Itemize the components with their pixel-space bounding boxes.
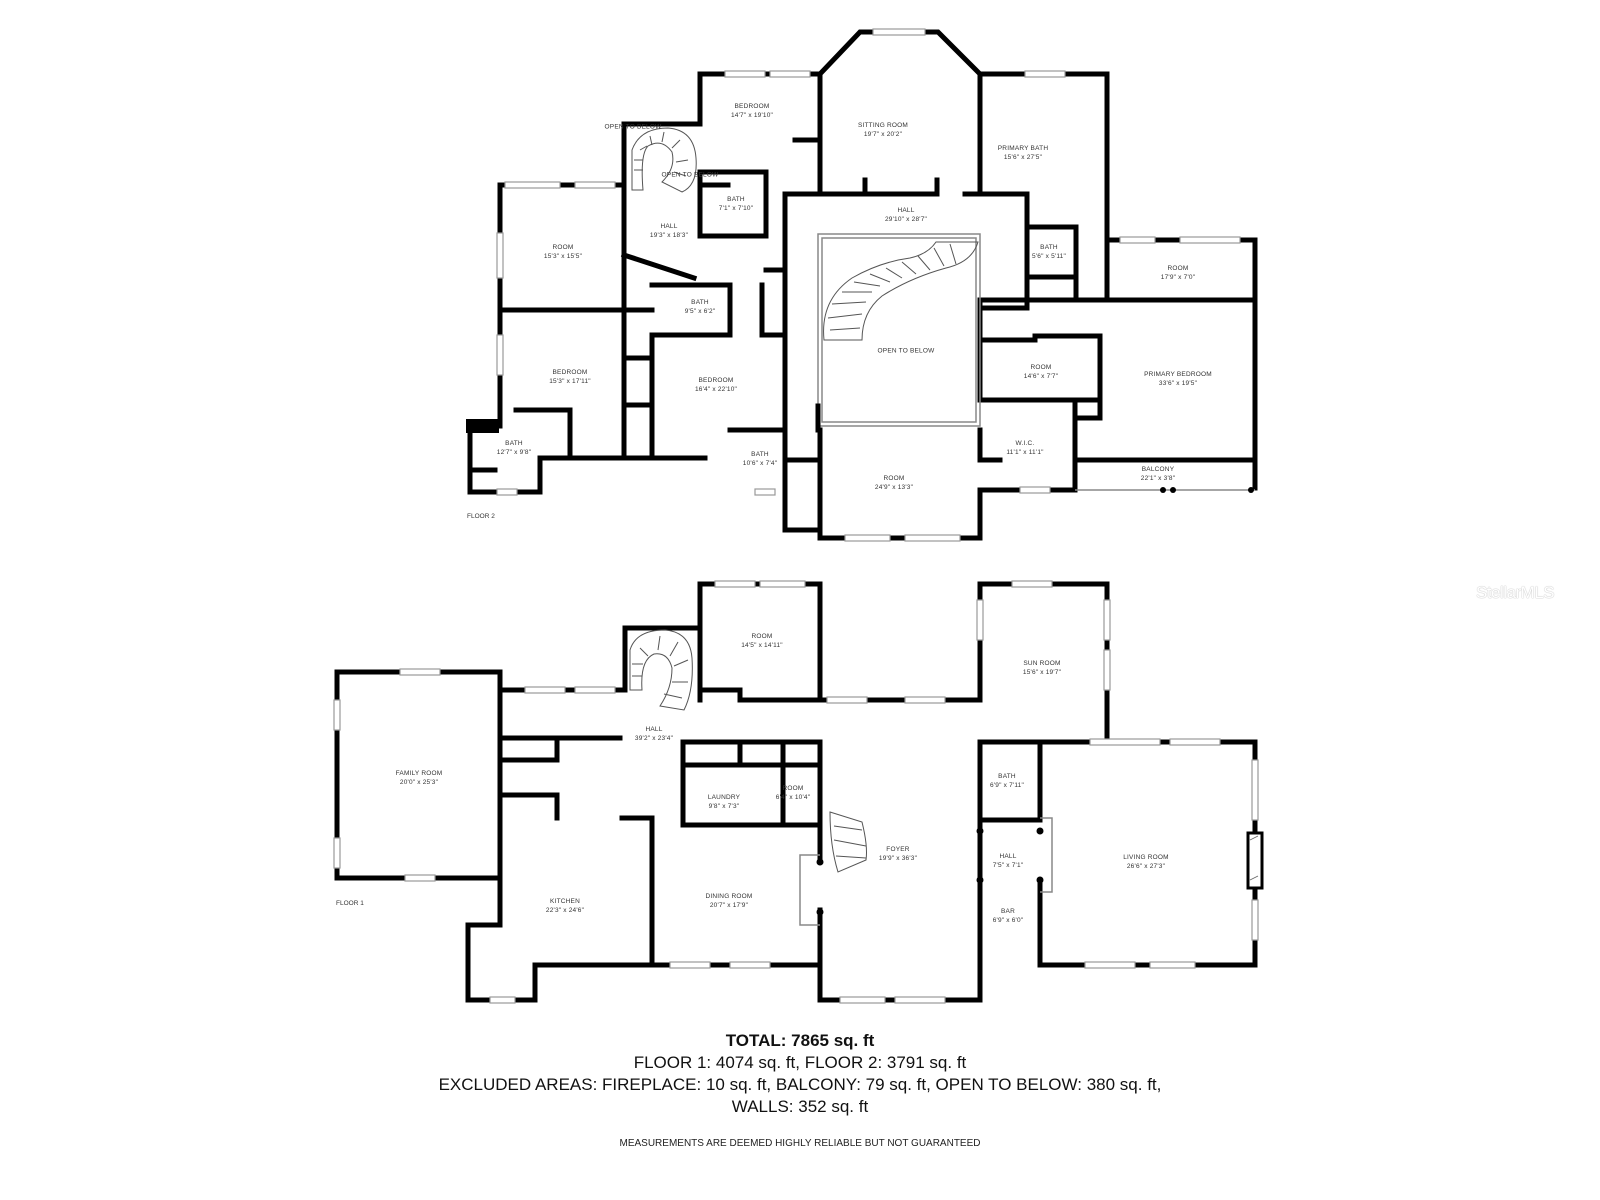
room-label: OPEN TO BELOW [877,347,935,355]
disclaimer: MEASUREMENTS ARE DEEMED HIGHLY RELIABLE … [619,1138,981,1149]
watermark-logo: StellarMLS [1476,583,1555,602]
floor-2-label: FLOOR 2 [467,513,495,520]
walls-area: WALLS: 352 sq. ft [731,1097,869,1116]
total-area: TOTAL: 7865 sq. ft [725,1031,875,1050]
floor-2-walls [466,29,1258,541]
floor-1-label: FLOOR 1 [336,900,364,907]
window-openings [333,28,1259,1004]
room-label: OPEN TO BELOW [604,123,662,131]
area-summary: TOTAL: 7865 sq. ft FLOOR 1: 4074 sq. ft,… [0,1030,1600,1118]
floor-areas: FLOOR 1: 4074 sq. ft, FLOOR 2: 3791 sq. … [633,1053,967,1072]
excluded-areas: EXCLUDED AREAS: FIREPLACE: 10 sq. ft, BA… [438,1075,1162,1094]
room-label: OPEN TO BELOW [661,171,719,179]
room-label: W.I.C.11'1" x 11'1" [1006,440,1044,456]
